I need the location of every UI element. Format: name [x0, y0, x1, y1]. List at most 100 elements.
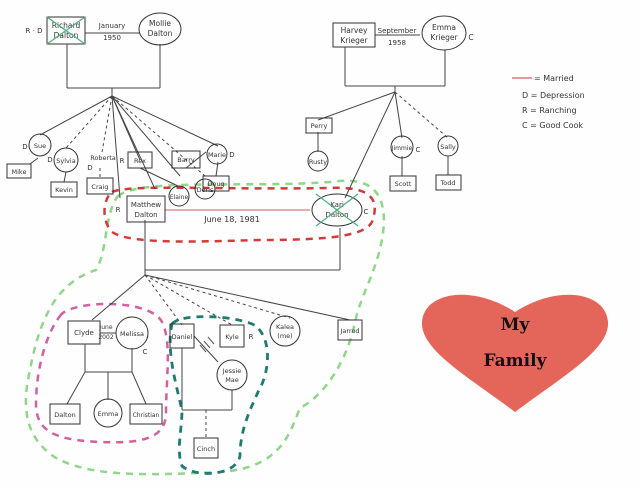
person-harvey: Harvey Krieger [332, 22, 376, 48]
christian-box [129, 403, 163, 425]
clyde-box [67, 320, 101, 345]
person-kevin: Kevin [50, 181, 78, 198]
melissa-name: Melissa [120, 330, 144, 338]
richard-tag: R · D [26, 27, 43, 35]
person-jessie: Jessie Mae [216, 359, 248, 391]
rusty-circle [307, 150, 329, 172]
clyde-name: Clyde [74, 329, 94, 337]
person-doug: Doug [202, 175, 230, 192]
sally-circle [437, 135, 459, 157]
person-emma-krieger: Emma Krieger C [421, 15, 474, 51]
matthew-name-1: Matthew [131, 201, 162, 209]
person-mollie: Mollie Dalton [138, 12, 182, 46]
legend-married: = Married [534, 74, 574, 83]
mike-box [6, 163, 32, 179]
heart-badge: My Family [421, 294, 609, 412]
person-doris: Doris [194, 178, 216, 200]
person-christian: Christian [129, 403, 163, 425]
jarrod-box [337, 319, 363, 341]
cinch-name: Cinch [197, 445, 215, 453]
kyle-tag: R [249, 333, 254, 341]
jimmie-tag: C [416, 146, 421, 154]
emma-krieger-name-1: Emma [432, 23, 456, 32]
kyle-box [219, 324, 245, 348]
emma-krieger-tag: C [468, 33, 473, 42]
legend: = Married D = Depression R = Ranching C … [512, 74, 585, 130]
roberta-tag: D [87, 164, 92, 172]
divorce-hatch [199, 336, 215, 353]
person-marie: Marie D [206, 143, 235, 165]
craig-name: Craig [91, 183, 108, 191]
matthew-name-2: Dalton [134, 211, 157, 219]
doris-name: Doris [197, 186, 214, 194]
heart-title-line-1: My [501, 315, 531, 335]
person-daniel: Daniel [169, 323, 195, 349]
doug-name: Doug [207, 180, 224, 188]
deceased-cross [315, 193, 359, 227]
scott-name: Scott [395, 180, 412, 188]
rusty-name: Rusty [309, 158, 327, 166]
roberta-name: Roberta [90, 154, 116, 162]
sue-tag: D [22, 143, 27, 151]
marriage-date-2: September [378, 27, 417, 35]
person-sylvia: Sylvia D [47, 147, 79, 173]
kevin-name: Kevin [55, 186, 73, 194]
jarrod-name: Jarrod [339, 327, 359, 335]
person-sally: Sally [437, 135, 459, 157]
person-rusty: Rusty [307, 150, 329, 172]
kevin-box [50, 181, 78, 198]
sally-name: Sally [440, 143, 456, 151]
marriage-date-4-year: 2002 [98, 334, 113, 341]
teal-dashed-loop [168, 315, 269, 475]
matthew-box [126, 195, 166, 223]
barry-name: Barry [177, 156, 195, 164]
person-kyle: Kyle R [219, 324, 254, 348]
person-kari: Kari Dalton C [311, 193, 369, 227]
marriage-date-4: June [98, 324, 112, 331]
person-mike: Mike [6, 163, 32, 179]
person-jarrod: Jarrod [337, 319, 363, 341]
emma-circle [93, 398, 123, 428]
person-sue: Sue D [22, 133, 52, 157]
person-matthew: Matthew Dalton R [116, 195, 166, 223]
elaine-circle [168, 185, 190, 207]
person-elaine: Elaine [168, 185, 190, 207]
pink-dashed-loop [34, 302, 169, 444]
person-kalea: Kalea (me) [269, 315, 301, 347]
rex-tag: R [120, 157, 125, 165]
marriage-date-2-year: 1958 [388, 39, 406, 47]
legend-good-cook: C = Good Cook [522, 121, 583, 130]
doris-circle [194, 178, 216, 200]
todd-box [435, 174, 462, 191]
marie-name: Marie [208, 151, 226, 159]
heart-shape [421, 294, 609, 412]
scott-box [389, 175, 417, 192]
marriage-date-1-year: 1950 [103, 34, 121, 42]
person-craig: Craig [86, 177, 114, 195]
daniel-box [169, 323, 195, 349]
todd-name: Todd [439, 179, 455, 187]
mollie-circle [138, 12, 182, 46]
sue-circle [28, 133, 52, 157]
richard-name-2: Dalton [54, 31, 79, 40]
mike-name: Mike [12, 168, 27, 176]
kari-name-2: Dalton [325, 211, 348, 219]
kari-name-1: Kari [330, 201, 344, 209]
deceased-cross [46, 16, 86, 45]
richard-name-1: Richard [52, 21, 81, 30]
jessie-circle [216, 359, 248, 391]
green-dashed-loop [24, 179, 386, 476]
kalea-circle [269, 315, 301, 347]
kari-tag: C [364, 208, 369, 216]
legend-depression: D = Depression [522, 91, 585, 100]
kalea-name-1: Kalea [276, 323, 294, 331]
harvey-name-1: Harvey [341, 26, 368, 35]
marie-circle [206, 143, 228, 165]
legend-ranching: R = Ranching [522, 106, 577, 115]
mollie-name-2: Dalton [148, 29, 173, 38]
person-jimmie: Jimmie C [390, 135, 421, 159]
matthew-tag: R [116, 206, 121, 214]
marriage-date-3: June 18, 1981 [203, 215, 260, 224]
red-dashed-loop [103, 186, 376, 243]
